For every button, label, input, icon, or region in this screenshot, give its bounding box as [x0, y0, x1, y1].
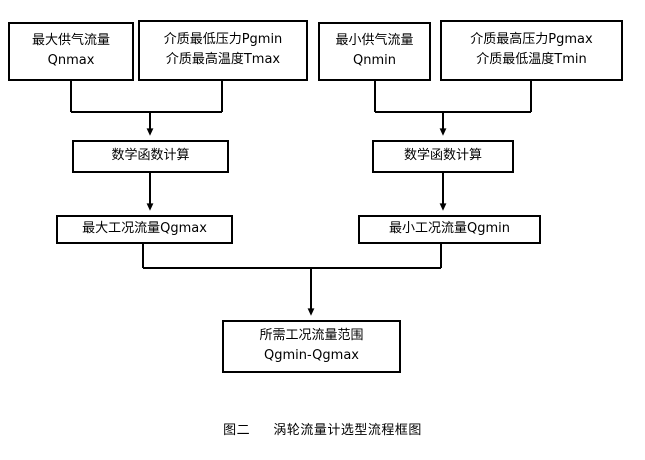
node-qnmax[interactable]: 最大供气流量 Qnmax [8, 22, 134, 81]
edge-pgmax-to-calc-right [443, 81, 532, 113]
edge-qgmax-to-result [142, 244, 311, 269]
edge-qgmin-to-result [311, 244, 442, 269]
node-calc-left[interactable]: 数学函数计算 [72, 140, 229, 173]
figure-caption: 图二 涡轮流量计选型流程框图 [0, 419, 645, 438]
node-calc-right[interactable]: 数学函数计算 [372, 140, 514, 173]
node-qnmin-line2: Qnmin [353, 53, 396, 68]
node-result-range-line2: Qgmin-Qgmax [264, 348, 359, 363]
figure-caption-label: 图二 [223, 423, 251, 438]
node-result-range[interactable]: 所需工况流量范围 Qgmin-Qgmax [222, 320, 401, 373]
node-pgmax-tmin-line2: 介质最低温度Tmin [476, 52, 587, 67]
edge-qnmax-to-calc-left [70, 81, 150, 113]
node-result-range-line1: 所需工况流量范围 [259, 328, 364, 344]
edge-qnmin-to-calc-right [374, 81, 443, 113]
node-qnmax-line1: 最大供气流量 [31, 33, 110, 49]
node-calc-right-label: 数学函数计算 [403, 148, 482, 164]
node-pgmin-tmax[interactable]: 介质最低压力Pgmin 介质最高温度Tmax [138, 20, 308, 81]
node-qgmax[interactable]: 最大工况流量Qgmax [56, 215, 233, 244]
node-calc-left-label: 数学函数计算 [111, 148, 190, 164]
edge-pgmin-to-calc-left [150, 81, 223, 113]
node-qgmin-label: 最小工况流量Qgmin [389, 221, 510, 237]
node-qgmax-label: 最大工况流量Qgmax [82, 221, 207, 237]
node-pgmin-tmax-line1: 介质最低压力Pgmin [163, 32, 283, 48]
node-qgmin[interactable]: 最小工况流量Qgmin [358, 215, 541, 244]
node-qnmin[interactable]: 最小供气流量 Qnmin [318, 22, 431, 81]
node-qnmax-line2: Qnmax [47, 53, 95, 68]
figure-caption-text: 涡轮流量计选型流程框图 [273, 423, 422, 438]
node-pgmin-tmax-line2: 介质最高温度Tmax [165, 52, 281, 67]
node-pgmax-tmin-line1: 介质最高压力Pgmax [470, 32, 593, 48]
node-qnmin-line1: 最小供气流量 [335, 33, 414, 49]
node-pgmax-tmin[interactable]: 介质最高压力Pgmax 介质最低温度Tmin [440, 20, 623, 81]
